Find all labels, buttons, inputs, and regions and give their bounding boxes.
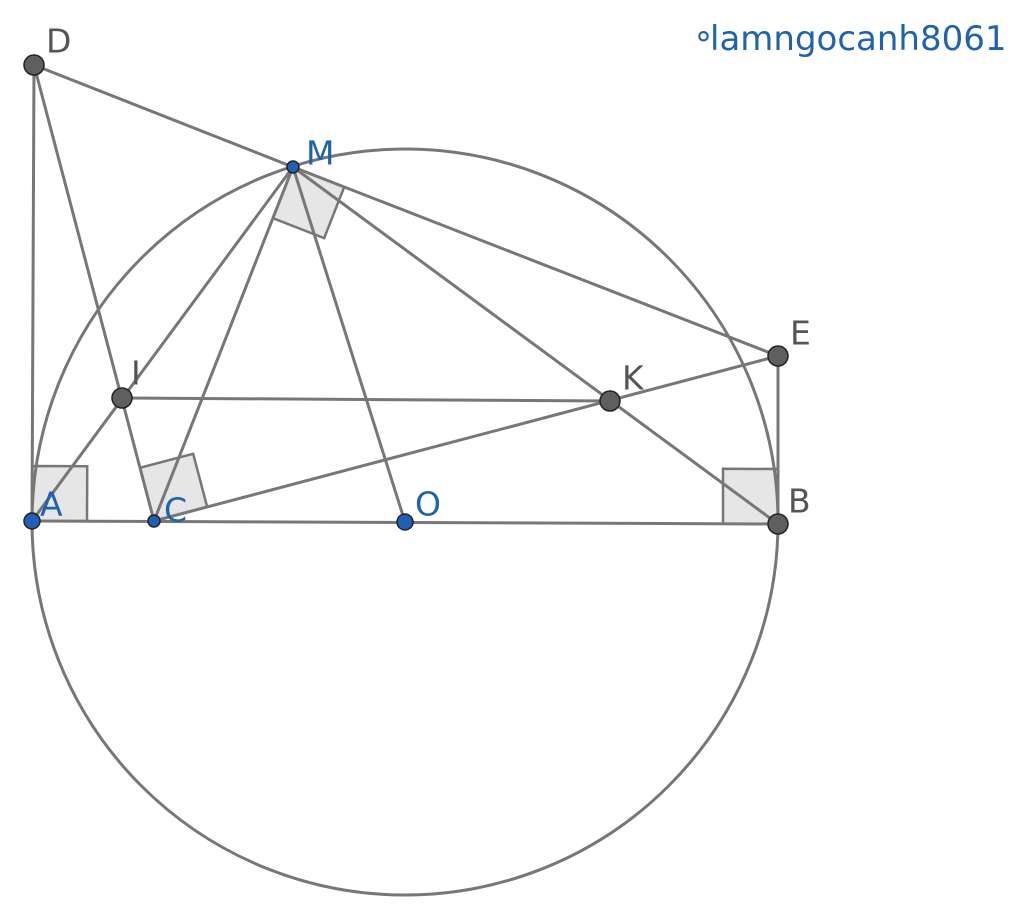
point-k	[599, 390, 621, 412]
label-o: O	[415, 485, 441, 524]
segment-ik	[120, 396, 612, 403]
point-b	[767, 513, 789, 535]
right-angle-b	[721, 467, 780, 526]
segment-dc	[32, 63, 156, 523]
point-a	[23, 512, 41, 530]
label-d: D	[46, 22, 71, 61]
label-m: M	[306, 134, 334, 173]
segment-dm	[32, 63, 295, 169]
label-a: A	[40, 485, 63, 524]
point-o	[396, 513, 414, 531]
label-b: B	[788, 482, 811, 521]
segment-mc	[152, 165, 295, 523]
point-d	[23, 54, 45, 76]
label-i: I	[131, 354, 141, 393]
point-c	[147, 514, 161, 528]
right-angle-markers	[30, 165, 780, 526]
watermark-dot: °	[695, 25, 712, 65]
segment-da	[30, 63, 36, 523]
point-e	[767, 345, 789, 367]
points	[23, 54, 789, 535]
segment-ma	[30, 165, 295, 523]
point-i	[111, 387, 133, 409]
label-k: K	[622, 359, 645, 398]
point-m	[286, 160, 300, 174]
segment-me	[291, 165, 780, 358]
segment-mb	[291, 165, 780, 526]
watermark-text: lamngocanh8061	[710, 19, 1007, 59]
point-labels: D M E I K A C O B	[40, 22, 811, 530]
segment-ce	[152, 354, 780, 523]
label-e: E	[790, 314, 811, 353]
label-c: C	[164, 491, 187, 530]
segment-mo	[291, 165, 407, 524]
segments	[30, 63, 780, 526]
